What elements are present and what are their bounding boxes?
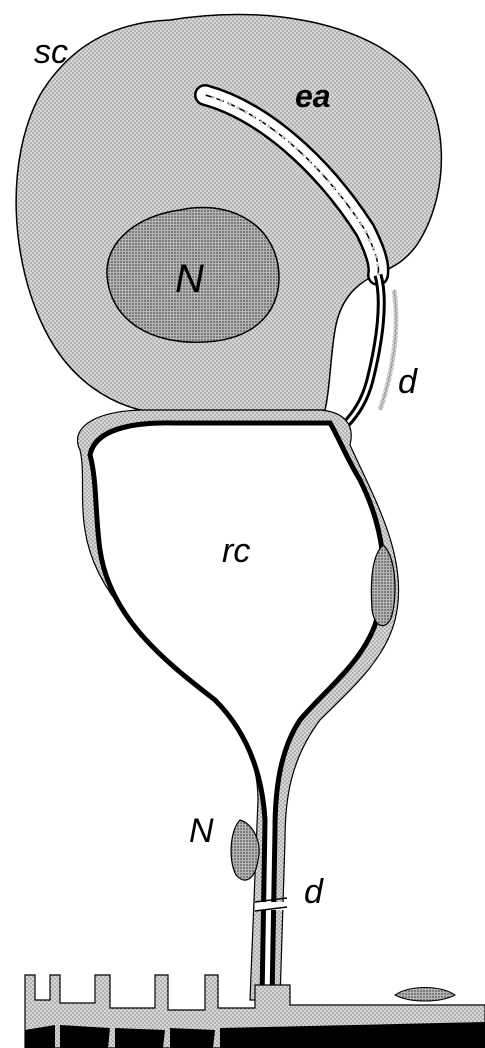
label-secretory-cell: sc — [34, 33, 68, 71]
duct-nucleus — [231, 820, 259, 880]
label-duct-upper: d — [398, 363, 418, 401]
cuticle-base — [25, 975, 485, 1048]
label-nucleus-secretory: N — [175, 257, 204, 301]
reservoir-cell — [90, 423, 383, 1000]
label-nucleus-reservoir: N — [189, 812, 214, 850]
label-end-apparatus: ea — [295, 78, 331, 114]
label-duct-lower: d — [304, 873, 324, 911]
label-reservoir-cell: rc — [222, 532, 250, 570]
